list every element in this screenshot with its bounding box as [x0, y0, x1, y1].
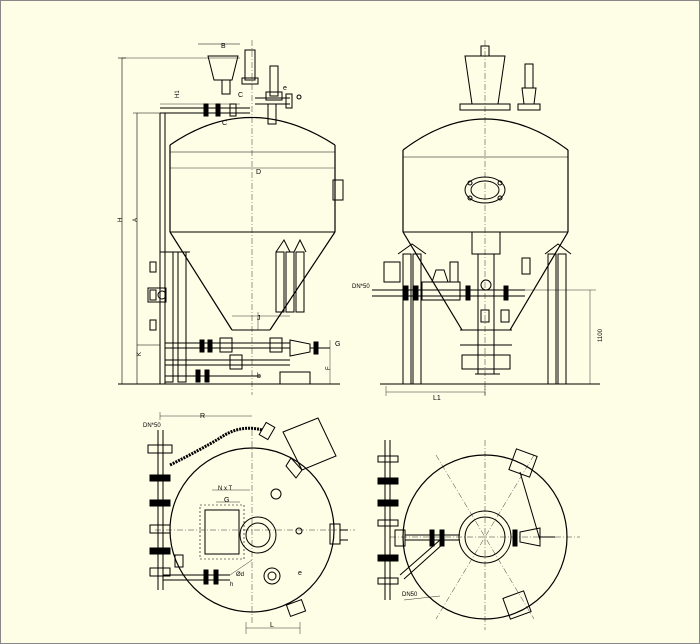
- dim-k: K: [137, 352, 143, 356]
- side-inlet-tag: DN*50: [352, 284, 370, 290]
- dim-d: D: [256, 169, 261, 176]
- dim-n-x-t: N x T: [218, 486, 233, 492]
- dim-1100: 1100: [598, 328, 604, 342]
- plan-view-right: [377, 440, 580, 630]
- dim-h: H: [118, 218, 124, 222]
- dim-g: G: [335, 341, 340, 348]
- dim-f: F: [326, 366, 332, 370]
- dim-j: J: [257, 315, 261, 322]
- dim-l1: L1: [433, 395, 441, 402]
- dim-b-top: B: [221, 43, 226, 50]
- dim-r: R: [200, 413, 205, 420]
- dim-g-inner: G: [224, 497, 229, 504]
- front-view-labels: B H1 C C e D H A J K F G b: [118, 43, 340, 380]
- side-view-labels: DN*50 L1 1100: [352, 284, 604, 402]
- dim-c-mid: C: [238, 92, 243, 99]
- plan-nozzle-tag: DN*50: [143, 423, 161, 429]
- dim-h-small: h: [230, 582, 233, 588]
- dim-a: A: [133, 218, 139, 222]
- plan-view-right-labels: DN50: [402, 592, 418, 598]
- dim-l: L: [270, 622, 274, 629]
- dim-e-right: e: [283, 85, 287, 92]
- right-outlet-tag: DN50: [402, 592, 418, 598]
- plan-view-left: [147, 412, 355, 634]
- dim-h1: H1: [175, 90, 181, 98]
- dim-c-left: C: [222, 120, 227, 127]
- dim-phi-d: Ød: [236, 572, 244, 578]
- dim-b-bottom: b: [257, 373, 261, 380]
- plan-view-left-labels: R DN*50 N x T G Ød e L h: [143, 413, 302, 629]
- dim-e-small: e: [298, 570, 302, 577]
- side-elevation-view: [372, 40, 600, 396]
- front-elevation-view: [118, 40, 344, 395]
